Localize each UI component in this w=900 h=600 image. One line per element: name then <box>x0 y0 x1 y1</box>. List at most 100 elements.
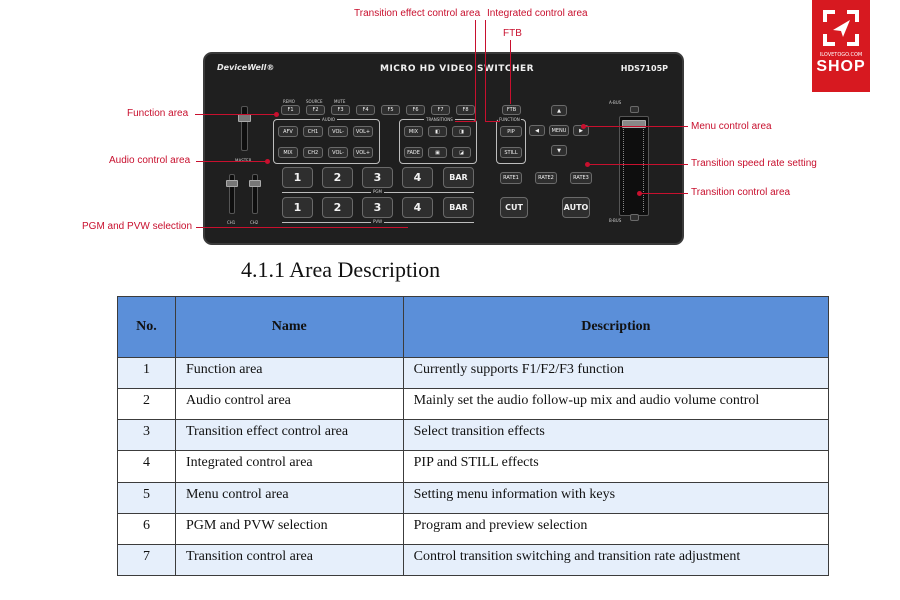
shop-logo-icon <box>823 10 859 46</box>
callout-integrated: Integrated control area <box>487 8 588 19</box>
callout-ftb: FTB <box>503 28 522 39</box>
row-description: Control transition switching and transit… <box>402 543 830 577</box>
callout-transition-effect: Transition effect control area <box>354 8 481 19</box>
row-description: Currently supports F1/F2/F3 function <box>402 356 830 390</box>
transition-mix-key[interactable]: MIX <box>404 126 423 137</box>
transition-slide-key[interactable]: ◪ <box>452 147 471 158</box>
ch2-key[interactable]: CH2 <box>303 147 323 158</box>
row-no: 4 <box>117 450 176 483</box>
row-description: Select transition effects <box>402 419 830 452</box>
table-row: 7 Transition control area Control transi… <box>117 543 830 577</box>
area-description-table: No. Name Description 1 Function area Cur… <box>117 296 830 577</box>
pgm-3-key[interactable]: 3 <box>362 167 393 188</box>
ftb-key[interactable]: FTB <box>502 105 521 115</box>
f1-key[interactable]: F1 <box>281 105 300 115</box>
f4-key[interactable]: F4 <box>356 105 375 115</box>
f6-key[interactable]: F6 <box>406 105 425 115</box>
leader-menu-dot <box>581 124 586 129</box>
device-brand: DeviceWell® <box>217 63 275 72</box>
menu-key[interactable]: MENU <box>549 125 569 136</box>
f8-key[interactable]: F8 <box>456 105 475 115</box>
tbar-handle[interactable] <box>622 120 646 128</box>
mix-audio-key[interactable]: MIX <box>278 147 298 158</box>
leader-transition-control-dot <box>637 191 642 196</box>
pvw-3-key[interactable]: 3 <box>362 197 393 218</box>
ch2-fader-slot[interactable] <box>252 174 258 214</box>
rate1-key[interactable]: RATE1 <box>500 172 522 184</box>
callout-audio-control: Audio control area <box>109 155 191 166</box>
ch1-label: CH1 <box>227 220 236 225</box>
tbar-ticks-left <box>623 120 627 212</box>
transition-push-key[interactable]: ◨ <box>452 126 471 137</box>
ch1-fader-knob[interactable] <box>226 180 238 187</box>
row-description: PIP and STILL effects <box>402 450 830 483</box>
pvw-label: PVW <box>371 219 385 224</box>
pvw-2-key[interactable]: 2 <box>322 197 353 218</box>
device-product-name: MICRO HD VIDEO SWITCHER <box>380 64 535 74</box>
section-heading: 4.1.1 Area Description <box>241 257 441 282</box>
f2-key[interactable]: F2 <box>306 105 325 115</box>
pgm-bar-key[interactable]: BAR <box>443 167 474 188</box>
menu-up-key[interactable]: ▲ <box>551 105 567 116</box>
push-icon: ◨ <box>459 128 464 135</box>
arrow-right-icon: ▶ <box>579 127 583 134</box>
leader-transition-effect <box>475 20 476 122</box>
f5-key[interactable]: F5 <box>381 105 400 115</box>
cut-key[interactable]: CUT <box>500 197 528 218</box>
transition-fade-key[interactable]: FADE <box>404 147 423 158</box>
b-bus-label: B-BUS <box>609 218 622 223</box>
row-name: PGM and PVW selection <box>174 512 404 545</box>
pgm-4-key[interactable]: 4 <box>402 167 433 188</box>
still-key[interactable]: STILL <box>500 147 522 158</box>
table-header-row: No. Name Description <box>117 296 830 358</box>
pvw-4-key[interactable]: 4 <box>402 197 433 218</box>
table-row: 5 Menu control area Setting menu informa… <box>117 481 830 514</box>
rate3-key[interactable]: RATE3 <box>570 172 592 184</box>
tbar-slot[interactable] <box>619 116 649 216</box>
row-no: 3 <box>117 419 176 452</box>
b-bus-indicator <box>630 214 639 221</box>
ch2-fader-knob[interactable] <box>249 180 261 187</box>
leader-function-dot <box>274 112 279 117</box>
callout-transition-control: Transition control area <box>691 187 791 198</box>
afv-key[interactable]: AFV <box>278 126 298 137</box>
ch2-vol-down-key[interactable]: VOL- <box>328 147 348 158</box>
row-name: Audio control area <box>174 388 404 421</box>
row-no: 7 <box>117 543 176 577</box>
box-icon: ▣ <box>435 149 440 156</box>
ch1-vol-down-key[interactable]: VOL- <box>328 126 348 137</box>
header-no: No. <box>117 296 176 358</box>
master-fader-knob[interactable] <box>238 114 251 122</box>
pgm-1-key[interactable]: 1 <box>282 167 313 188</box>
table-row: 6 PGM and PVW selection Program and prev… <box>117 512 830 545</box>
leader-menu <box>584 126 688 127</box>
transition-wipe-key[interactable]: ◧ <box>428 126 447 137</box>
leader-audio <box>196 161 266 162</box>
table-row: 1 Function area Currently supports F1/F2… <box>117 356 830 390</box>
wipe-icon: ◧ <box>435 128 440 135</box>
f3-key[interactable]: F3 <box>331 105 350 115</box>
table-row: 3 Transition effect control area Select … <box>117 419 830 452</box>
ch2-vol-up-key[interactable]: VOL+ <box>353 147 373 158</box>
menu-down-key[interactable]: ▼ <box>551 145 567 156</box>
slide-icon: ◪ <box>459 149 464 156</box>
ch1-vol-up-key[interactable]: VOL+ <box>353 126 373 137</box>
leader-ftb <box>510 40 511 104</box>
f7-key[interactable]: F7 <box>431 105 450 115</box>
auto-key[interactable]: AUTO <box>562 197 590 218</box>
menu-left-key[interactable]: ◀ <box>529 125 545 136</box>
row-no: 5 <box>117 481 176 514</box>
transition-box-key[interactable]: ▣ <box>428 147 447 158</box>
row-description: Program and preview selection <box>402 512 830 545</box>
master-fader-slot[interactable] <box>241 106 248 151</box>
pvw-bar-key[interactable]: BAR <box>443 197 474 218</box>
rate2-key[interactable]: RATE2 <box>535 172 557 184</box>
device-model: HDS7105P <box>620 64 668 73</box>
pgm-2-key[interactable]: 2 <box>322 167 353 188</box>
ch1-fader-slot[interactable] <box>229 174 235 214</box>
function-tag-remo: REMO <box>283 99 295 104</box>
ch1-key[interactable]: CH1 <box>303 126 323 137</box>
pvw-1-key[interactable]: 1 <box>282 197 313 218</box>
video-switcher-panel: DeviceWell® MICRO HD VIDEO SWITCHER HDS7… <box>203 52 684 245</box>
pip-key[interactable]: PIP <box>500 126 522 137</box>
